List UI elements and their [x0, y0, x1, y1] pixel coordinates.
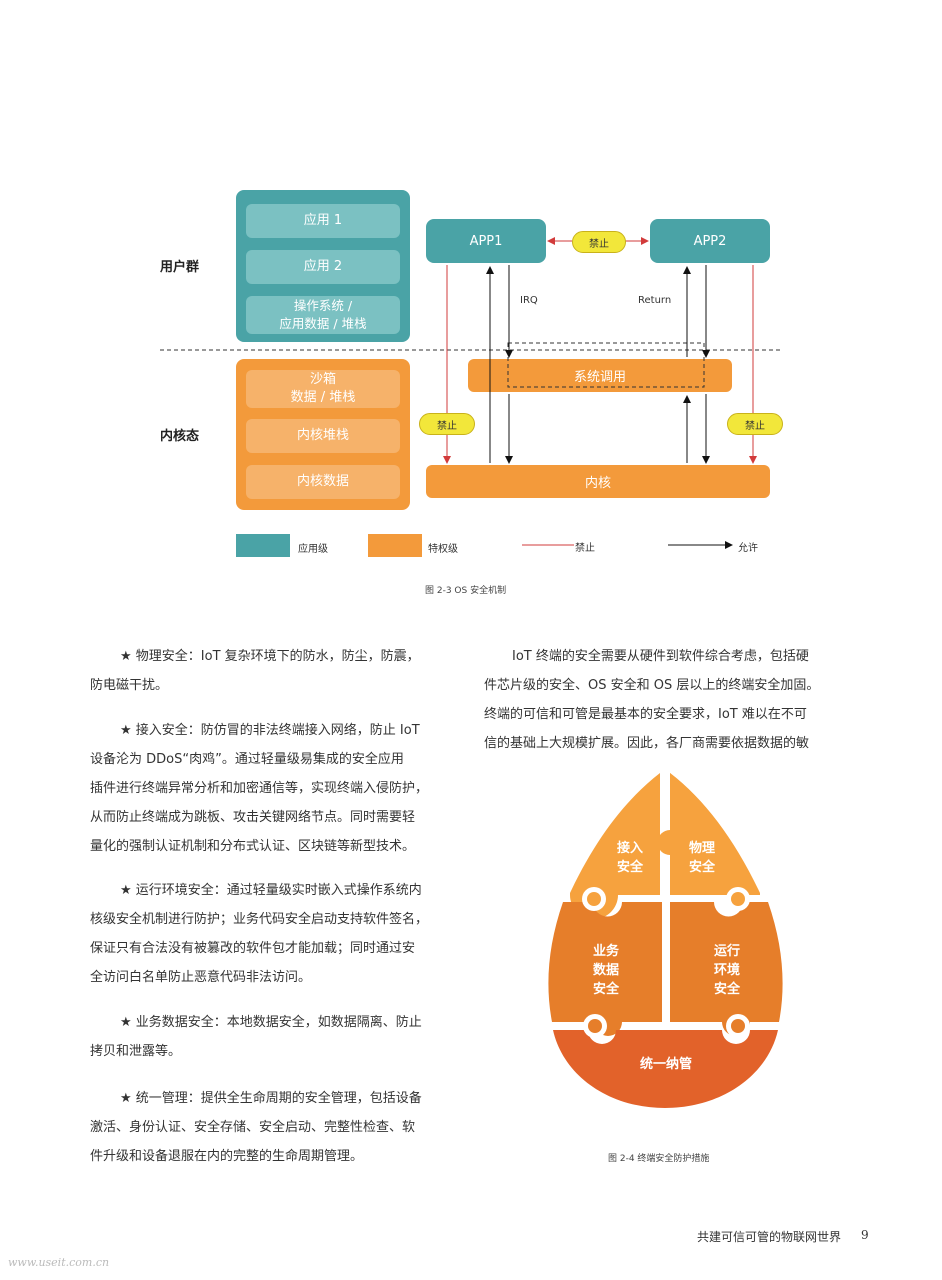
return-label: Return	[638, 295, 672, 306]
irq-label: IRQ	[520, 295, 538, 306]
para-physical-security: ★ 物理安全：IoT 复杂环境下的防水，防尘，防震， 防电磁干扰。	[90, 649, 420, 693]
app1-box: APP1	[426, 219, 546, 263]
legend-forbid-label: 禁止	[574, 539, 596, 554]
puzzle-label-access-2: 安全	[617, 859, 644, 875]
puzzle-label-unified: 统一纳管	[640, 1056, 692, 1072]
para-access-security: ★ 接入安全：防仿冒的非法终端接入网络，防止 IoT 设备沦为 DDoS“肉鸡”…	[90, 723, 429, 854]
puzzle-label-runtime-2: 环境	[714, 962, 740, 978]
app2-box: APP2	[650, 219, 770, 263]
puzzle-label-physical-2: 安全	[689, 859, 716, 875]
user-item-app2: 应用 2	[246, 250, 400, 284]
kernel-item-sandbox: 沙箱 数据 / 堆栈	[246, 370, 400, 408]
forbid-badge-left: 禁止	[419, 413, 475, 435]
watermark: www.useit.com.cn	[8, 1256, 110, 1269]
puzzle-label-business-3: 安全	[593, 981, 620, 997]
puzzle-business-data	[548, 902, 662, 1036]
user-item-app1: 应用 1	[246, 204, 400, 238]
user-item-os-data: 操作系统 / 应用数据 / 堆栈	[246, 296, 400, 334]
kernel-item-data: 内核数据	[246, 465, 400, 499]
legend-app-swatch	[236, 534, 290, 557]
fig23-arrows	[160, 237, 782, 549]
forbid-badge-right: 禁止	[727, 413, 783, 435]
kernel-item-stack: 内核堆栈	[246, 419, 400, 453]
legend-priv-swatch	[368, 534, 422, 557]
para-unified-management: ★ 统一管理：提供全生命周期的安全管理，包括设备 激活、身份认证、安全存储、安全…	[90, 1091, 422, 1164]
right-column-intro: IoT 终端的安全需要从硬件到软件综合考虑，包括硬 件芯片级的安全、OS 安全和…	[484, 649, 820, 751]
puzzle-label-access-1: 接入	[617, 840, 643, 856]
figure-2-4-caption: 图 2-4 终端安全防护措施	[608, 1154, 710, 1164]
kernel-mode-label: 内核态	[160, 429, 200, 444]
puzzle-access-security	[570, 773, 660, 919]
legend-allow-label: 允许	[738, 543, 758, 554]
puzzle-label-runtime-3: 安全	[714, 981, 741, 997]
user-group-label: 用户群	[160, 260, 200, 275]
page-number: 9	[861, 1228, 869, 1242]
puzzle-label-physical-1: 物理	[689, 840, 715, 856]
kernel-box: 内核	[426, 465, 770, 498]
figure-2-3-caption: 图 2-3 OS 安全机制	[425, 586, 507, 596]
syscall-dashed-outline	[507, 342, 705, 388]
para-runtime-security: ★ 运行环境安全：通过轻量级实时嵌入式操作系统内 核级安全机制进行防护；业务代码…	[90, 883, 429, 985]
forbid-badge-top: 禁止	[572, 231, 626, 253]
puzzle-unified-management	[553, 1030, 778, 1108]
legend-priv-label: 特权级	[428, 544, 458, 555]
puzzle-runtime-env	[670, 902, 783, 1036]
footer-title: 共建可信可管的物联网世界	[697, 1230, 842, 1244]
legend-app-label: 应用级	[298, 544, 328, 555]
puzzle-label-runtime-1: 运行	[714, 943, 740, 959]
puzzle-label-business-1: 业务	[593, 943, 620, 959]
para-business-data-security: ★ 业务数据安全：本地数据安全，如数据隔离、防止 拷贝和泄露等。	[90, 1015, 422, 1059]
puzzle-label-business-2: 数据	[593, 962, 619, 978]
